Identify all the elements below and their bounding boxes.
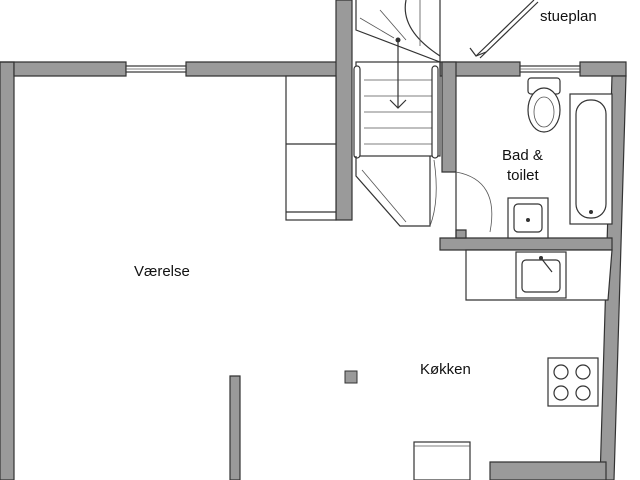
- vaerelse-label: Værelse: [134, 263, 190, 280]
- toilet-icon: [527, 77, 561, 133]
- bottom-wall-right: [489, 461, 607, 480]
- stove-icon: [547, 357, 599, 407]
- staircase: [353, 0, 441, 227]
- bad-toilet-label-2: toilet: [507, 167, 540, 184]
- closet: [285, 75, 337, 221]
- left-wall: [0, 61, 15, 480]
- kitchen-cabinet: [413, 441, 471, 480]
- stueplan-label: stueplan: [540, 8, 597, 25]
- bath-wall-bottom: [439, 237, 613, 251]
- outer-walls: [0, 0, 627, 480]
- column-marker: [344, 370, 358, 384]
- bath-wall-left: [441, 61, 457, 173]
- stueplan-leader: [469, 0, 539, 59]
- top-wall-middle: [185, 61, 341, 77]
- partition-wall: [229, 375, 241, 480]
- kitchen: [413, 249, 613, 480]
- handrail-left: [353, 65, 361, 159]
- bath-wall-stub: [455, 229, 467, 239]
- bathroom: Bad & toilet: [455, 77, 613, 239]
- closet-box: [285, 75, 337, 221]
- bath-sink-icon: [507, 197, 549, 239]
- windows: [125, 65, 581, 73]
- bathtub-icon: [569, 93, 613, 225]
- kitchen-sink-icon: [515, 251, 567, 299]
- stair-direction-arrow-icon: [389, 37, 407, 109]
- top-wall-left: [0, 61, 127, 77]
- top-wall-far-right: [579, 61, 627, 77]
- right-wall: [599, 75, 627, 480]
- stair-wall-left: [335, 0, 353, 221]
- bad-toilet-label-1: Bad &: [502, 147, 543, 164]
- kokken-label: Køkken: [420, 361, 471, 378]
- handrail-right: [431, 65, 439, 159]
